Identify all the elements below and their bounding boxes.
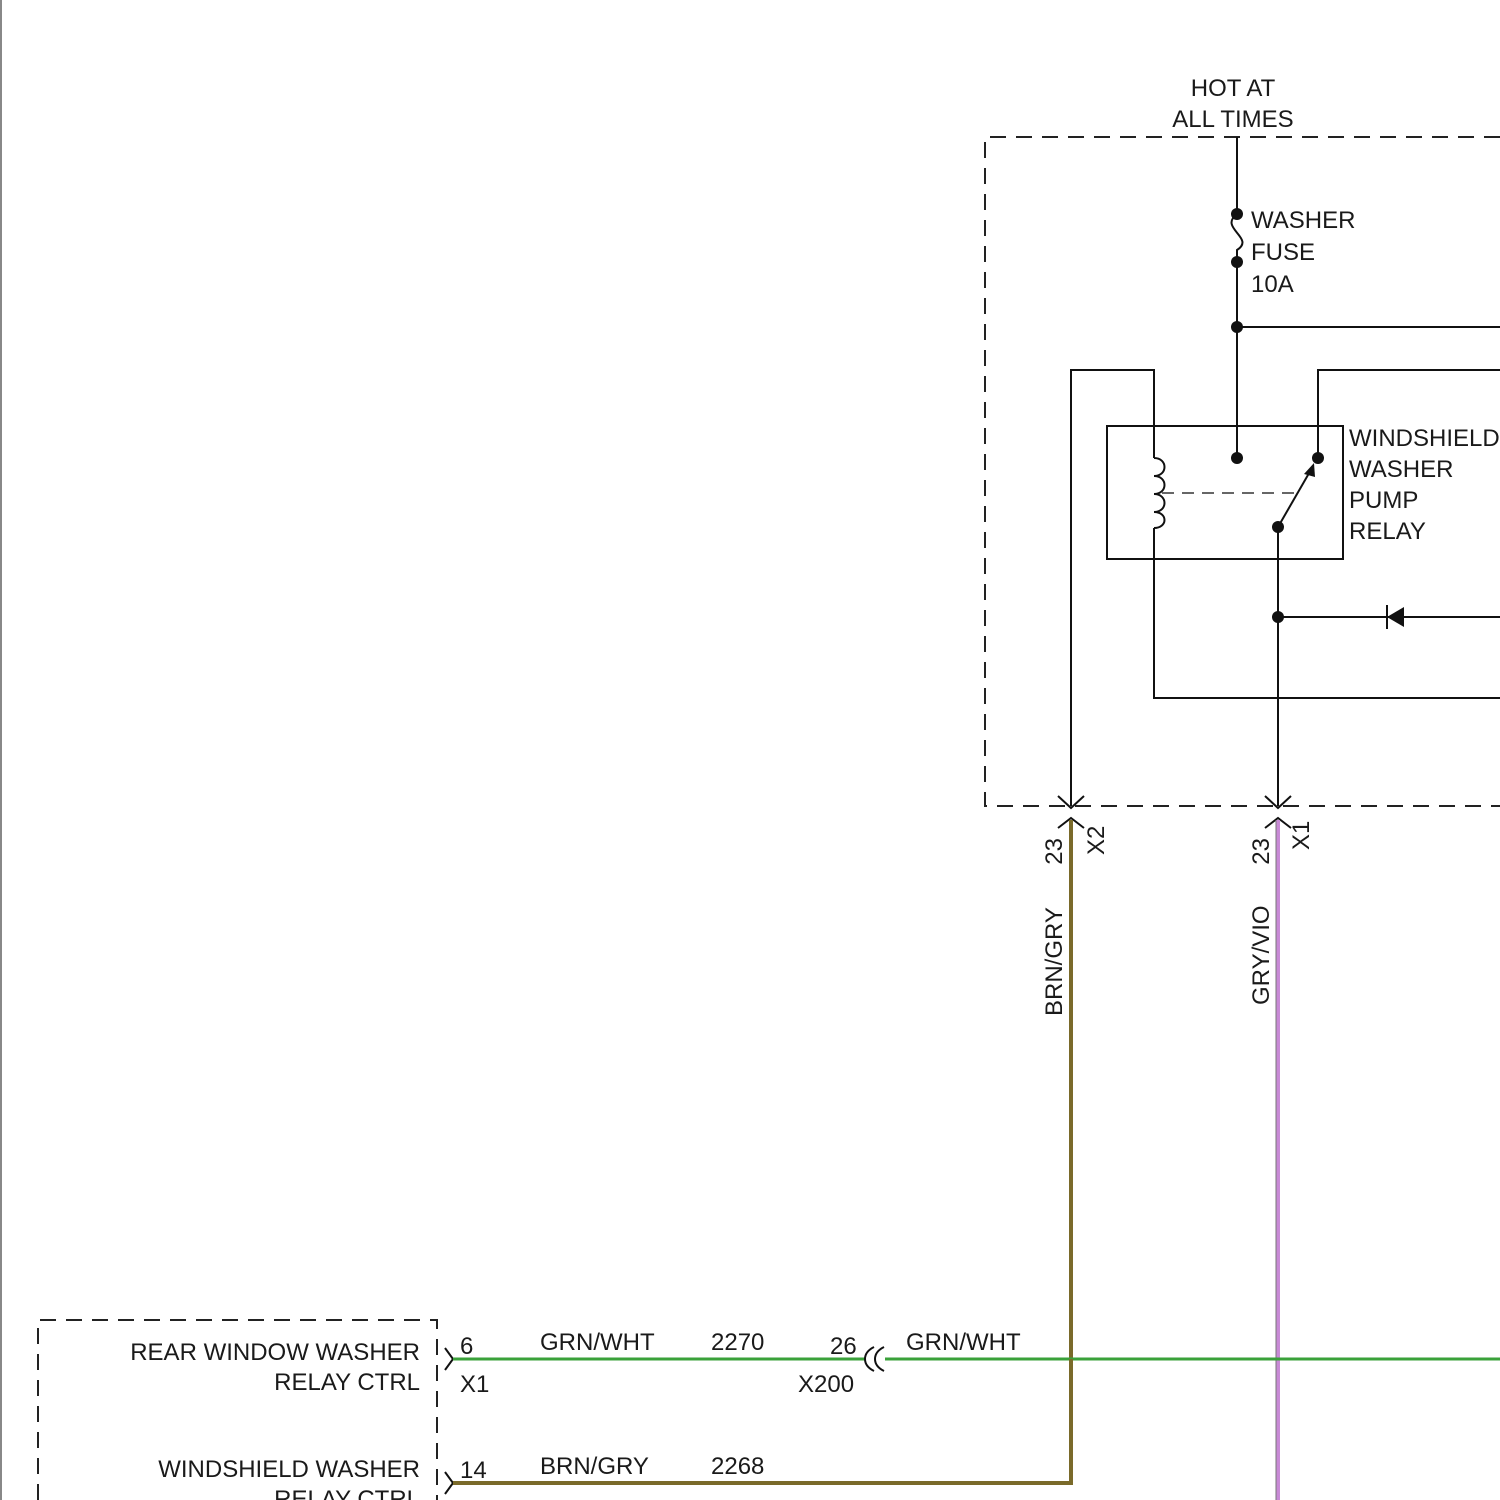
wire-brn-gry-label: BRN/GRY [1041, 907, 1068, 1016]
relay-label-line2: WASHER [1349, 456, 1453, 483]
connector-x1-pin: 23 [1248, 838, 1275, 865]
relay-contact-common [1231, 452, 1243, 464]
connector-x1-left-label: X1 [460, 1371, 489, 1398]
rear-washer-label-line1: REAR WINDOW WASHER [130, 1339, 420, 1366]
fuse-label-line3: 10A [1251, 271, 1294, 298]
connector-x2-pin: 23 [1041, 838, 1068, 865]
relay-switch-arm [1278, 468, 1312, 527]
pin-14-label: 14 [460, 1457, 487, 1484]
relay-label-line3: PUMP [1349, 487, 1418, 514]
rear-washer-label-line2: RELAY CTRL [274, 1369, 420, 1396]
wire-grn-wht-right-label: GRN/WHT [906, 1329, 1021, 1356]
switch-arrow-icon [1304, 463, 1315, 477]
fuse-icon [1232, 214, 1243, 262]
connector-x1-pin14-icon [445, 1472, 453, 1494]
pin-6-label: 6 [460, 1333, 473, 1360]
x200-pin-label: 26 [830, 1333, 857, 1360]
power-label-line1: HOT AT [1191, 75, 1276, 102]
connector-x200-icon [865, 1347, 874, 1371]
connector-x200-socket-icon [875, 1347, 884, 1371]
fuse-label-line1: WASHER [1251, 207, 1355, 234]
connector-x200-label: X200 [798, 1371, 854, 1398]
power-label-line2: ALL TIMES [1172, 106, 1293, 133]
circuit-2270-label: 2270 [711, 1329, 764, 1356]
coil-wire-top [1071, 370, 1154, 806]
relay-label-line4: RELAY [1349, 518, 1426, 545]
wire-brn-gry-bottom-label: BRN/GRY [540, 1453, 649, 1480]
connector-x1-name: X1 [1288, 821, 1315, 850]
ws-washer-label-line1: WINDSHIELD WASHER [158, 1456, 420, 1483]
connector-x1-pin6-icon [445, 1348, 453, 1370]
relay-label-line1: WINDSHIELD [1349, 425, 1500, 452]
wire-gry-vio-label: GRY/VIO [1248, 905, 1275, 1005]
fuse-label-line2: FUSE [1251, 239, 1315, 266]
circuit-2268-label: 2268 [711, 1453, 764, 1480]
diode-icon [1387, 607, 1404, 627]
ws-washer-label-line2: RELAY CTRL [274, 1486, 420, 1500]
coil-wire-bottom [1154, 528, 1500, 698]
wire-grn-wht-left-label: GRN/WHT [540, 1329, 655, 1356]
connector-x2-name: X2 [1083, 826, 1110, 855]
